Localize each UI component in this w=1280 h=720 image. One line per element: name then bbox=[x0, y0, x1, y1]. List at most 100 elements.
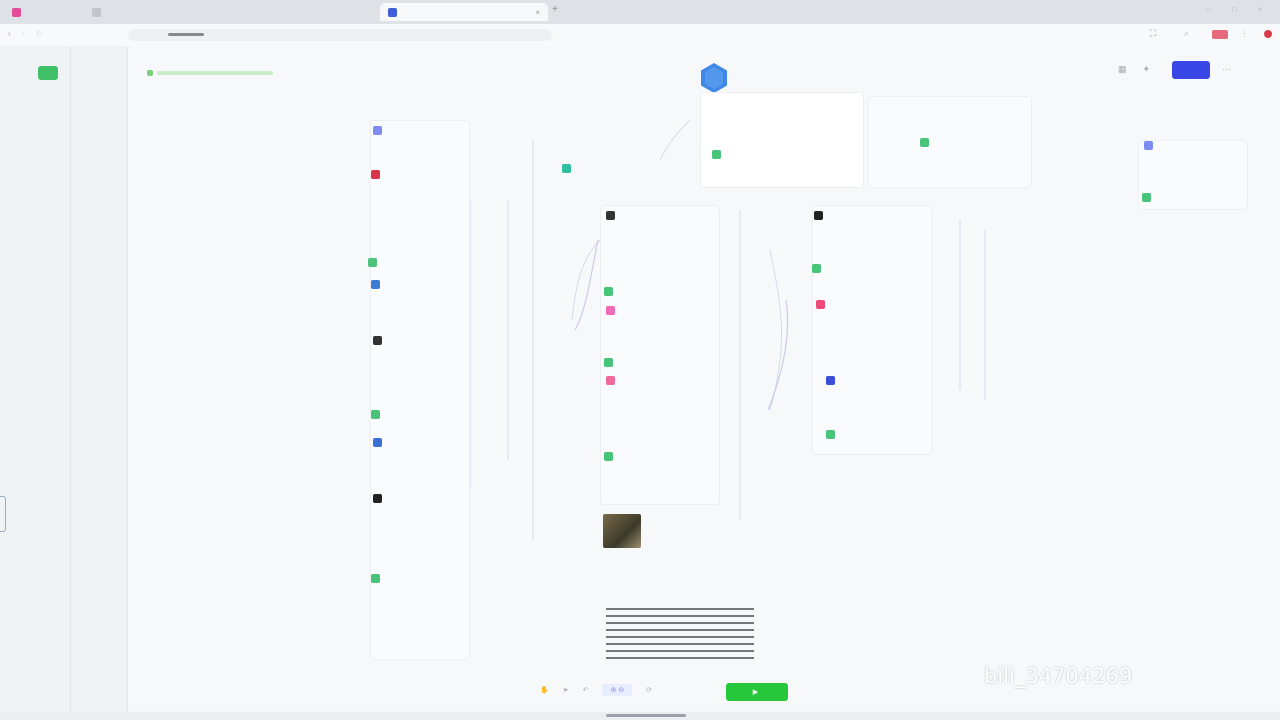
zoom-icon[interactable]: ⌕ bbox=[1184, 28, 1190, 38]
tab-favicon-icon bbox=[12, 7, 21, 17]
node-icon bbox=[604, 452, 613, 461]
address-bar: ‹ › ↻ ⛶ ⌕ ⋮ bbox=[0, 24, 1280, 46]
url-input[interactable] bbox=[128, 29, 552, 41]
node-item[interactable] bbox=[371, 410, 380, 419]
node-icon bbox=[373, 494, 382, 503]
node-icon bbox=[604, 358, 613, 367]
zoom-selector[interactable]: ⊕ ⊖ bbox=[602, 684, 633, 696]
node-icon bbox=[816, 300, 825, 309]
node-icon bbox=[920, 138, 929, 147]
extension-icon[interactable] bbox=[1212, 30, 1228, 39]
workflow-node[interactable] bbox=[700, 92, 864, 188]
forward-icon[interactable]: › bbox=[22, 29, 25, 38]
image-preview[interactable] bbox=[603, 514, 641, 548]
node-icon bbox=[606, 211, 615, 220]
node-icon bbox=[606, 306, 615, 315]
undo-icon[interactable]: ↶ bbox=[582, 687, 589, 694]
profile-avatar[interactable] bbox=[1264, 30, 1272, 38]
node-icon bbox=[373, 126, 382, 135]
hand-tool-icon[interactable]: ✋ bbox=[540, 687, 549, 694]
browser-tab[interactable] bbox=[4, 3, 80, 21]
settings-icon[interactable]: ✦ bbox=[1142, 64, 1151, 74]
node-item[interactable] bbox=[371, 574, 380, 583]
node-icon bbox=[371, 574, 380, 583]
scrollbar-thumb[interactable] bbox=[606, 714, 686, 717]
browser-tab[interactable]: × bbox=[380, 3, 548, 21]
collapse-handle[interactable] bbox=[0, 496, 6, 532]
node-item[interactable] bbox=[812, 264, 821, 273]
horizontal-scrollbar[interactable] bbox=[0, 712, 1280, 720]
grid-icon[interactable]: ▦ bbox=[1118, 64, 1127, 74]
play-icon: ▶ bbox=[752, 689, 759, 696]
node-icon bbox=[606, 376, 615, 385]
node-item[interactable] bbox=[368, 258, 377, 267]
text-output-preview bbox=[606, 608, 754, 674]
canvas-toolbar bbox=[147, 70, 273, 76]
node-item[interactable] bbox=[606, 211, 615, 220]
node-icon bbox=[826, 376, 835, 385]
workflow-node-group[interactable] bbox=[812, 205, 932, 455]
node-icon bbox=[604, 287, 613, 296]
browser-tab[interactable] bbox=[84, 3, 274, 21]
node-item[interactable] bbox=[373, 126, 382, 135]
node-item[interactable] bbox=[562, 164, 571, 173]
node-icon bbox=[712, 150, 721, 159]
start-node-icon[interactable] bbox=[698, 62, 730, 94]
node-icon bbox=[812, 264, 821, 273]
node-item[interactable] bbox=[604, 452, 613, 461]
sidebar-divider bbox=[70, 46, 71, 718]
node-icon bbox=[814, 211, 823, 220]
tab-favicon-icon bbox=[92, 7, 101, 17]
node-item[interactable] bbox=[816, 300, 825, 309]
node-icon bbox=[371, 170, 380, 179]
node-icon bbox=[1144, 141, 1153, 150]
node-item[interactable] bbox=[814, 211, 823, 220]
workflow-node-group[interactable] bbox=[600, 205, 720, 505]
node-item[interactable] bbox=[826, 430, 835, 439]
more-icon[interactable]: ⋮ bbox=[1240, 28, 1249, 38]
node-icon bbox=[1142, 193, 1151, 202]
node-icon bbox=[373, 438, 382, 447]
node-item[interactable] bbox=[920, 138, 929, 147]
workflow-node-group[interactable] bbox=[370, 120, 470, 660]
node-item[interactable] bbox=[604, 358, 613, 367]
node-item[interactable] bbox=[606, 306, 615, 315]
toolbar-label bbox=[157, 71, 273, 75]
more-options-icon[interactable]: ⋯ bbox=[1222, 64, 1231, 74]
node-icon bbox=[371, 410, 380, 419]
history-icon[interactable]: ⟳ bbox=[646, 687, 653, 694]
node-item[interactable] bbox=[373, 336, 382, 345]
video-watermark: bili_34704269 bbox=[984, 664, 1133, 688]
pointer-tool-icon[interactable]: ➤ bbox=[562, 687, 569, 694]
node-item[interactable] bbox=[604, 287, 613, 296]
node-icon bbox=[368, 258, 377, 267]
node-item[interactable] bbox=[712, 150, 721, 159]
node-item[interactable] bbox=[826, 376, 835, 385]
reload-icon[interactable]: ↻ bbox=[36, 29, 43, 38]
node-item[interactable] bbox=[373, 494, 382, 503]
fullscreen-icon[interactable]: ⛶ bbox=[1150, 28, 1157, 38]
node-icon bbox=[373, 336, 382, 345]
back-icon[interactable]: ‹ bbox=[8, 29, 11, 38]
minimize-icon[interactable]: – bbox=[1206, 5, 1211, 14]
workflow-node[interactable] bbox=[868, 96, 1032, 188]
left-sidebar bbox=[0, 46, 128, 718]
node-item[interactable] bbox=[371, 170, 380, 179]
browser-tab-bar: × + – □ × bbox=[0, 0, 1280, 24]
node-item[interactable] bbox=[371, 280, 380, 289]
node-icon bbox=[562, 164, 571, 173]
sidebar-app-icon[interactable] bbox=[38, 66, 58, 80]
new-tab-icon[interactable]: + bbox=[552, 4, 558, 15]
node-item[interactable] bbox=[1142, 193, 1151, 202]
url-text bbox=[168, 33, 204, 36]
workflow-node[interactable] bbox=[1138, 140, 1248, 210]
tab-close-icon[interactable]: × bbox=[535, 7, 540, 17]
maximize-icon[interactable]: □ bbox=[1232, 5, 1237, 14]
node-item[interactable] bbox=[373, 438, 382, 447]
node-item[interactable] bbox=[1144, 141, 1153, 150]
run-button[interactable] bbox=[1172, 61, 1210, 79]
node-item[interactable] bbox=[606, 376, 615, 385]
deploy-button[interactable]: ▶ bbox=[726, 683, 788, 701]
close-window-icon[interactable]: × bbox=[1258, 5, 1263, 14]
node-icon bbox=[371, 280, 380, 289]
